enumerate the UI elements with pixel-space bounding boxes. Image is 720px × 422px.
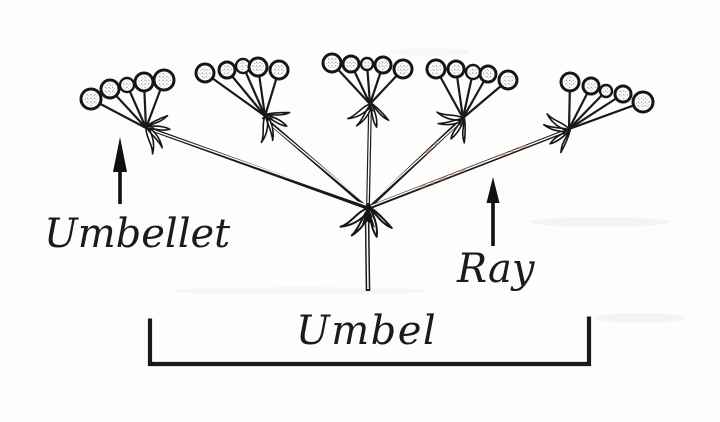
umbellet-arrow — [113, 137, 127, 204]
umbellet-cluster-4 — [425, 58, 519, 91]
red-pen-marks — [419, 139, 527, 189]
rays — [149, 106, 567, 210]
arrow-up-icon — [113, 137, 127, 172]
stem-apex-wedge — [361, 205, 375, 228]
bracts — [538, 107, 578, 156]
pedicels — [90, 62, 644, 131]
umbellet-cluster-3 — [321, 52, 414, 80]
umbel-label: Umbel — [296, 308, 437, 354]
arrow-up-icon — [486, 177, 500, 203]
umbel-bracket — [147, 316, 592, 367]
ray-arrow — [486, 177, 500, 246]
bract-clusters — [136, 100, 578, 238]
umbellet-cluster-5 — [559, 71, 655, 114]
umbellet-label: Umbellet — [44, 211, 231, 257]
scan-smudges — [170, 48, 685, 323]
umbellet-cluster-1 — [79, 68, 176, 111]
umbellet-cluster-2 — [194, 56, 290, 84]
bracts — [136, 109, 175, 158]
ray-label: Ray — [456, 246, 536, 292]
main-stem — [364, 211, 371, 292]
